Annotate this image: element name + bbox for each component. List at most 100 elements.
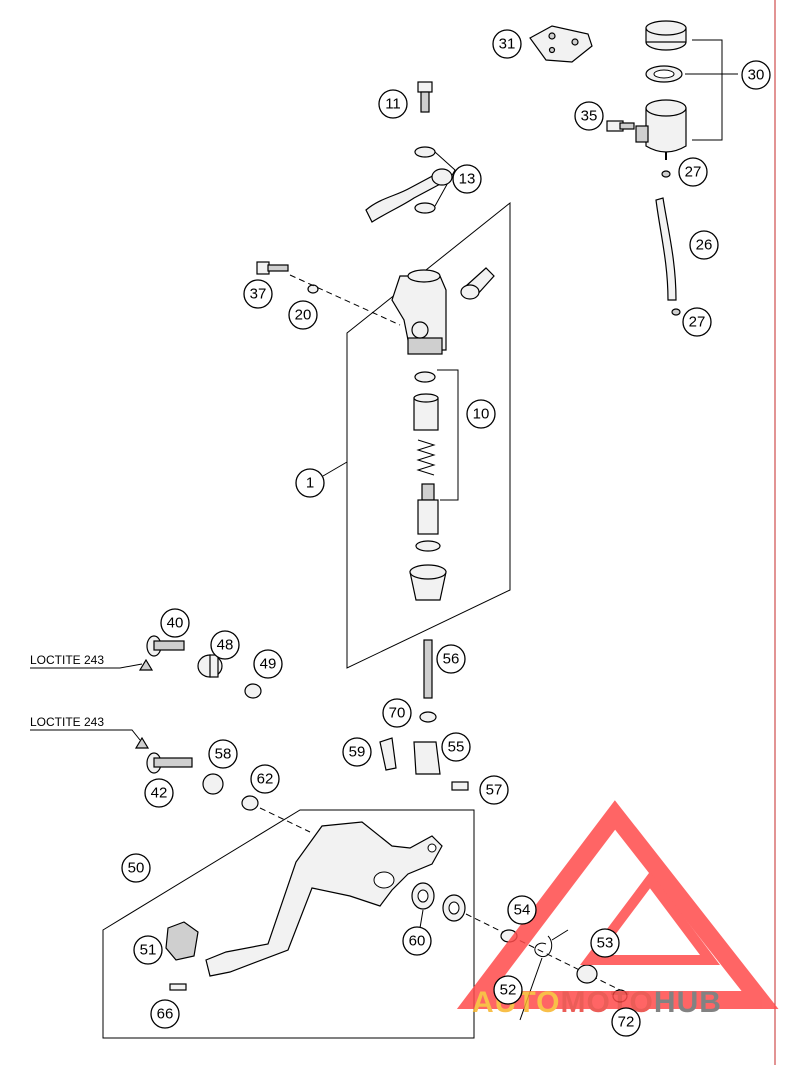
callout-31: 31 — [492, 29, 522, 59]
callout-circle — [689, 230, 719, 260]
callout-circle — [479, 775, 509, 805]
callout-label: 62 — [257, 771, 274, 788]
clevis-part-55 — [413, 741, 441, 775]
callout-52: 52 — [493, 975, 523, 1005]
callout-48: 48 — [210, 630, 240, 660]
callout-circle — [507, 895, 537, 925]
loctite-drop-upper — [138, 658, 154, 671]
callout-label: 10 — [473, 406, 490, 423]
callout-circle — [295, 468, 325, 498]
leader-loctite-lower — [30, 729, 141, 741]
callout-label: 51 — [140, 942, 157, 959]
callout-label: 58 — [215, 746, 232, 763]
assembly-frame-master-cylinder — [346, 201, 511, 669]
callout-35: 35 — [574, 101, 604, 131]
callout-label: 66 — [157, 1006, 174, 1023]
callout-50: 50 — [121, 853, 151, 883]
callout-circle — [288, 300, 318, 330]
callout-label: 70 — [389, 705, 406, 722]
hose-part-26 — [655, 197, 677, 301]
callout-49: 49 — [253, 649, 283, 679]
callout-circle — [466, 399, 496, 429]
callout-58: 58 — [208, 739, 238, 769]
callout-27: 27 — [682, 307, 712, 337]
callout-circle — [210, 630, 240, 660]
callout-label: 54 — [514, 902, 531, 919]
nut-part-49 — [244, 683, 262, 699]
clip-part-59 — [379, 737, 397, 771]
callout-label: 27 — [689, 314, 706, 331]
callout-label: 48 — [217, 637, 234, 654]
callout-circle — [253, 649, 283, 679]
callout-circle — [741, 60, 771, 90]
watermark-logo: AUTOMOTOHUB — [456, 800, 779, 1019]
watermark-word-moto: MOTO — [560, 986, 653, 1019]
callout-circle — [250, 764, 280, 794]
callout-circle — [243, 279, 273, 309]
callout-37: 37 — [243, 279, 273, 309]
callout-circle — [402, 926, 432, 956]
callout-label: 52 — [500, 982, 517, 999]
washer-part-53 — [576, 964, 598, 984]
callout-62: 62 — [250, 764, 280, 794]
callout-label: 11 — [385, 96, 401, 113]
assembly-frame-brake-pedal — [102, 809, 475, 1039]
callout-circle — [493, 975, 523, 1005]
circlip-part-10 — [415, 540, 441, 552]
callout-70: 70 — [382, 698, 412, 728]
callout-circle — [590, 928, 620, 958]
callout-circle — [133, 935, 163, 965]
callout-label: 27 — [685, 164, 702, 181]
callout-circle — [441, 732, 471, 762]
pushrod-part-56 — [423, 639, 433, 699]
loctite-drop-lower — [134, 736, 150, 749]
brake-line — [365, 168, 453, 223]
callout-label: 1 — [306, 475, 314, 492]
pedal-tread-part-51 — [165, 921, 199, 961]
bolt-part-42 — [146, 752, 193, 774]
washer-part-13-lower — [414, 202, 436, 214]
leader-1 — [322, 461, 348, 477]
boot-part-10 — [409, 564, 447, 601]
bearing-part-60-right — [442, 894, 466, 922]
bearing-part-60-left — [411, 882, 435, 910]
leader-loctite-upper — [30, 663, 143, 669]
callout-label: 20 — [295, 307, 312, 324]
callout-label: 60 — [409, 933, 426, 950]
callout-circle — [208, 739, 238, 769]
note-loctite-upper: LOCTITE 243 — [30, 653, 104, 667]
callout-label: 40 — [167, 615, 184, 632]
bushing-part-48 — [197, 654, 223, 678]
callout-72: 72 — [611, 1007, 641, 1037]
washer-part-13-upper — [414, 146, 436, 158]
callout-13: 13 — [452, 164, 482, 194]
callout-10: 10 — [466, 399, 496, 429]
callout-label: 30 — [748, 67, 765, 84]
reservoir-cap-part-30 — [635, 20, 687, 160]
bolt-part-37 — [256, 261, 289, 275]
callout-label: 57 — [486, 782, 503, 799]
leader-13 — [434, 151, 456, 207]
nut-part-70 — [419, 711, 437, 723]
callout-label: 13 — [459, 171, 476, 188]
callout-53: 53 — [590, 928, 620, 958]
clamp-part-27-top — [661, 170, 671, 178]
callout-label: 72 — [618, 1014, 635, 1031]
callout-label: 49 — [260, 656, 277, 673]
callout-label: 42 — [151, 785, 168, 802]
axis-42 — [259, 807, 311, 833]
leader-10 — [437, 369, 459, 501]
washer-part-62 — [241, 795, 259, 811]
callout-56: 56 — [436, 644, 466, 674]
callout-circle — [492, 29, 522, 59]
piston-sleeve-part-10 — [413, 393, 439, 431]
banjo-bolt-part-11 — [417, 81, 433, 113]
callout-42: 42 — [144, 778, 174, 808]
callout-circle — [342, 737, 372, 767]
callout-circle — [436, 644, 466, 674]
callout-label: 35 — [581, 108, 598, 125]
callout-label: 53 — [597, 935, 614, 952]
screw-part-35 — [606, 120, 635, 132]
piston-rod-part-10 — [417, 483, 439, 535]
